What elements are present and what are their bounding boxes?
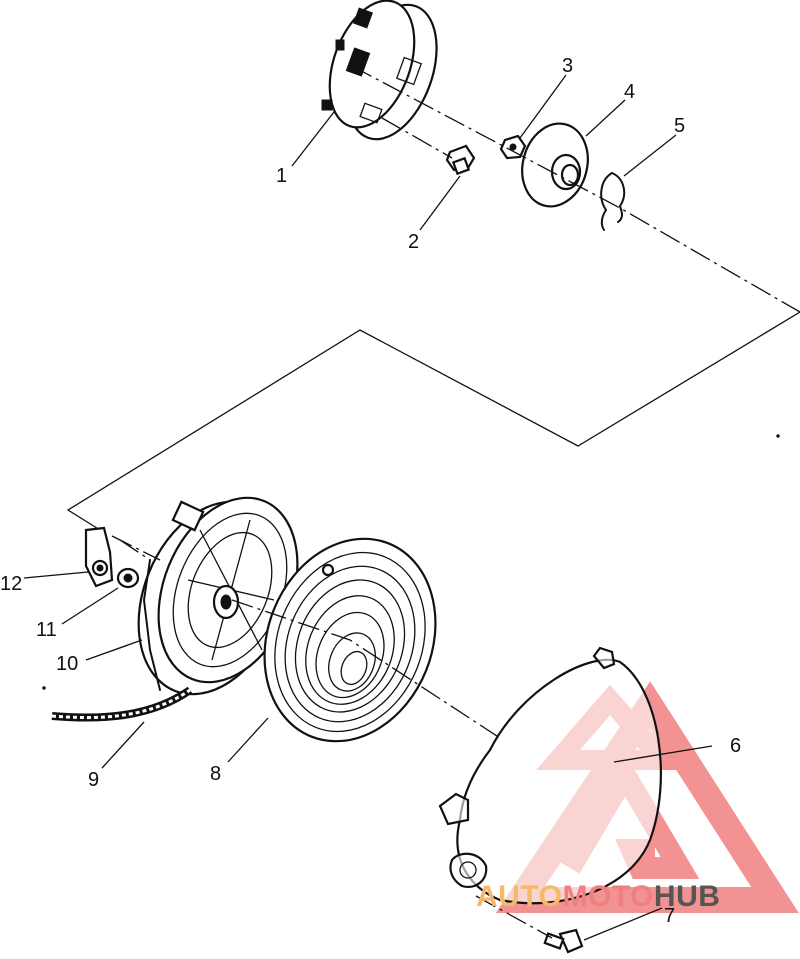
part-housing-cover-6 [438, 646, 662, 905]
axis-line-bolt [381, 117, 453, 159]
callout-1: 1 [276, 165, 287, 187]
callout-6: 6 [730, 735, 741, 757]
part-nut-3 [499, 134, 527, 160]
callout-12: 12 [0, 573, 22, 595]
assembly-outline [66, 311, 800, 531]
watermark-text-moto: MOTO [562, 880, 653, 913]
watermark-text-auto: AUTO [476, 880, 562, 913]
part-drive-cup [321, 0, 438, 141]
callout-8: 8 [210, 763, 221, 785]
part-pulley-4 [521, 122, 589, 208]
axis-line-top [351, 65, 800, 313]
part-bracket-12 [84, 526, 114, 588]
callout-5: 5 [674, 115, 685, 137]
axis-line-main [231, 599, 501, 739]
part-bolt-2 [445, 144, 476, 176]
axis-line-bolt7 [475, 895, 553, 939]
callout-3: 3 [562, 55, 573, 77]
callout-10: 10 [56, 653, 78, 675]
part-clip-5 [600, 172, 626, 231]
callout-4: 4 [624, 81, 635, 103]
part-starter-reel-10 [137, 496, 299, 696]
scan-dot [42, 686, 46, 690]
watermark-text-hub: HUB [654, 880, 721, 913]
callout-11: 11 [36, 619, 57, 641]
part-bushing-11 [116, 567, 140, 589]
watermark-text: AUTOMOTOHUB [476, 880, 720, 913]
callout-2: 2 [408, 231, 419, 253]
callout-7: 7 [664, 905, 675, 927]
axis-line-bushing [111, 535, 161, 561]
callout-9: 9 [88, 769, 99, 791]
part-rope-9 [51, 686, 193, 722]
axis-line-rope [119, 539, 151, 561]
scan-dot [776, 434, 780, 438]
part-bolt-7 [543, 928, 584, 954]
leader-lines [23, 74, 713, 941]
